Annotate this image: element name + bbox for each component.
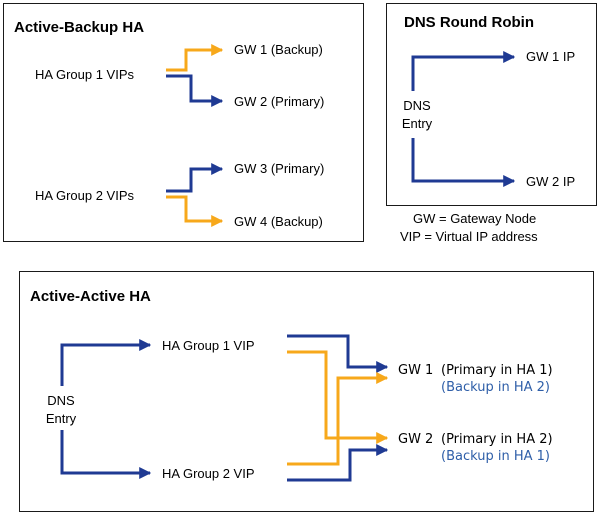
dns-rr-entry-label: Entry [402,116,433,131]
active-backup-title: Active-Backup HA [14,19,144,36]
active-active-panel: Active-Active HA DNS Entry HA Group 1 VI… [19,271,594,512]
legend: GW = Gateway Node VIP = Virtual IP addre… [400,211,538,244]
ha-group-2-vips-label: HA Group 2 VIPs [35,188,134,203]
aa-gw1-primary-label: (Primary in HA 1) [441,363,553,378]
dns-rr-gw1-arrow [411,51,516,91]
dns-rr-gw2-arrow [411,138,516,187]
aa-gw1-backup-label: (Backup in HA 2) [441,380,550,395]
legend-vip: VIP = Virtual IP address [400,229,538,244]
gw2-primary-label: GW 2 (Primary) [234,94,324,109]
active-backup-panel: Active-Backup HA HA Group 1 VIPs HA Grou… [3,3,364,242]
aa-gw2-label: GW 2 [398,432,433,447]
vip1-primary-arrow [287,334,389,373]
dns-to-vip2-arrow [60,430,152,479]
vip1-backup-arrow [287,350,389,444]
dns-round-robin-title: DNS Round Robin [404,14,534,31]
group2-backup-arrow [166,195,224,227]
gw3-primary-label: GW 3 (Primary) [234,161,324,176]
gw4-backup-label: GW 4 (Backup) [234,214,323,229]
dns-rr-gw2-label: GW 2 IP [526,174,575,189]
dns-round-robin-panel: DNS Round Robin DNS Entry GW 1 IP GW 2 I… [386,3,597,206]
ha-group-1-vips-label: HA Group 1 VIPs [35,67,134,82]
vip2-backup-arrow [287,372,389,466]
dns-rr-gw1-label: GW 1 IP [526,49,575,64]
ha-group-1-vip-label: HA Group 1 VIP [162,338,255,353]
dns-to-vip1-arrow [60,339,152,386]
aa-gw2-primary-label: (Primary in HA 2) [441,432,553,447]
dns-round-robin-box [386,3,597,206]
vip2-primary-arrow [287,444,389,482]
dns-rr-dns-label: DNS [403,98,431,113]
legend-gw: GW = Gateway Node [413,211,536,226]
group1-backup-arrow [166,44,224,72]
aa-dns-label: DNS [47,393,75,408]
active-active-title: Active-Active HA [30,288,151,305]
aa-entry-label: Entry [46,411,77,426]
gw1-backup-label: GW 1 (Backup) [234,42,323,57]
ha-group-2-vip-label: HA Group 2 VIP [162,466,255,481]
aa-gw2-backup-label: (Backup in HA 1) [441,449,550,464]
active-backup-box [3,3,364,242]
group1-primary-arrow [166,74,224,107]
aa-gw1-label: GW 1 [398,363,433,378]
group2-primary-arrow [166,163,224,193]
